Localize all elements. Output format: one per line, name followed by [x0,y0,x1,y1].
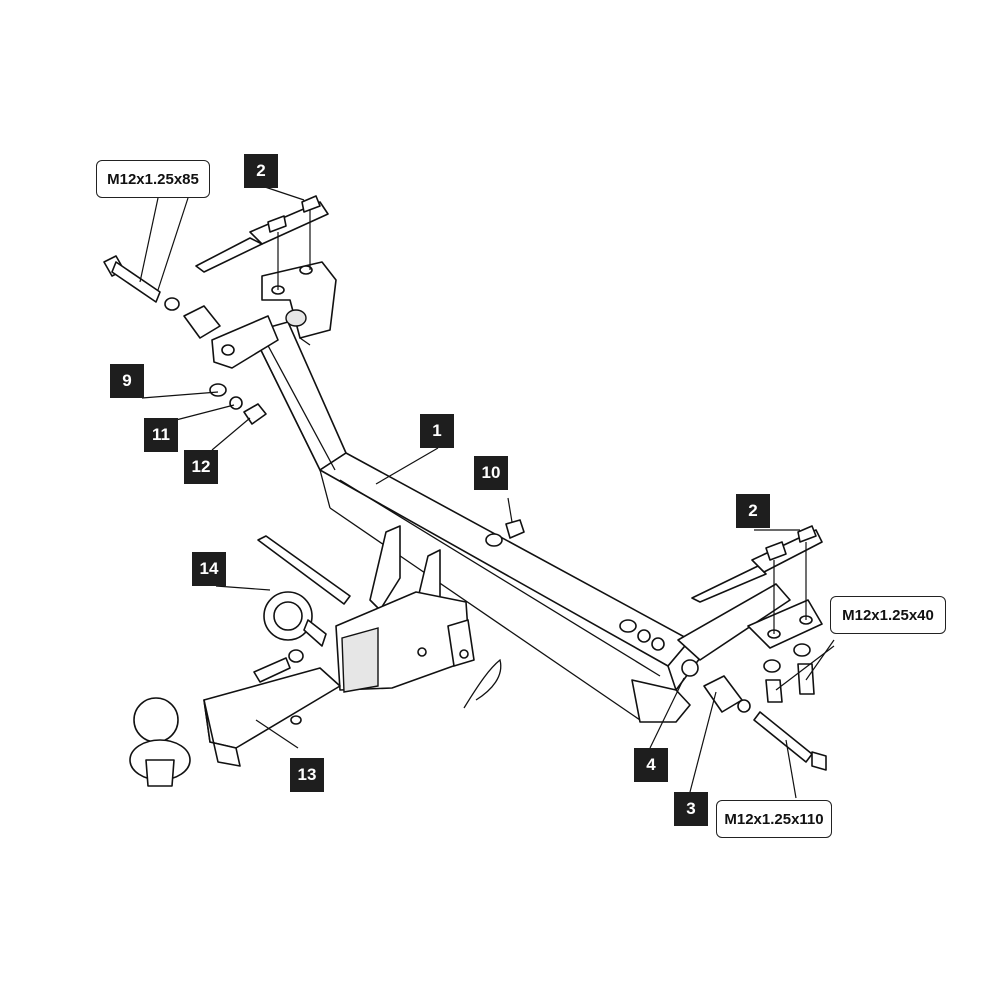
ball-mount [129,649,341,787]
socket-bracket [263,591,327,647]
wiring-cable [257,535,351,605]
callout-part-9: 9 [110,364,144,398]
clamp-plate-left [195,195,329,290]
left-mounting-bracket [211,261,337,369]
spec-bolt-m12x85: M12x1.25x85 [96,160,210,198]
callout-part-13: 13 [290,758,324,792]
spec-bolt-m12x40: M12x1.25x40 [830,596,946,634]
callout-part-11: 11 [144,418,178,452]
callout-part-3: 3 [674,792,708,826]
callout-part-14: 14 [192,552,226,586]
callout-part-2-left: 2 [244,154,278,188]
callout-part-12: 12 [184,450,218,484]
callout-part-1: 1 [420,414,454,448]
callout-leaders [139,185,835,799]
callout-part-10: 10 [474,456,508,490]
left-bolt-assembly [103,255,267,425]
callout-part-4: 4 [634,748,668,782]
hitch-pin-clip [463,658,502,709]
spec-bolt-m12x110: M12x1.25x110 [716,800,832,838]
callout-part-2-right: 2 [736,494,770,528]
center-nut-washer [485,519,525,547]
crossbar-beam [251,321,701,723]
clamp-plate-right [691,525,823,634]
receiver-hitch [335,525,475,693]
right-bolt-assembly [619,619,827,771]
